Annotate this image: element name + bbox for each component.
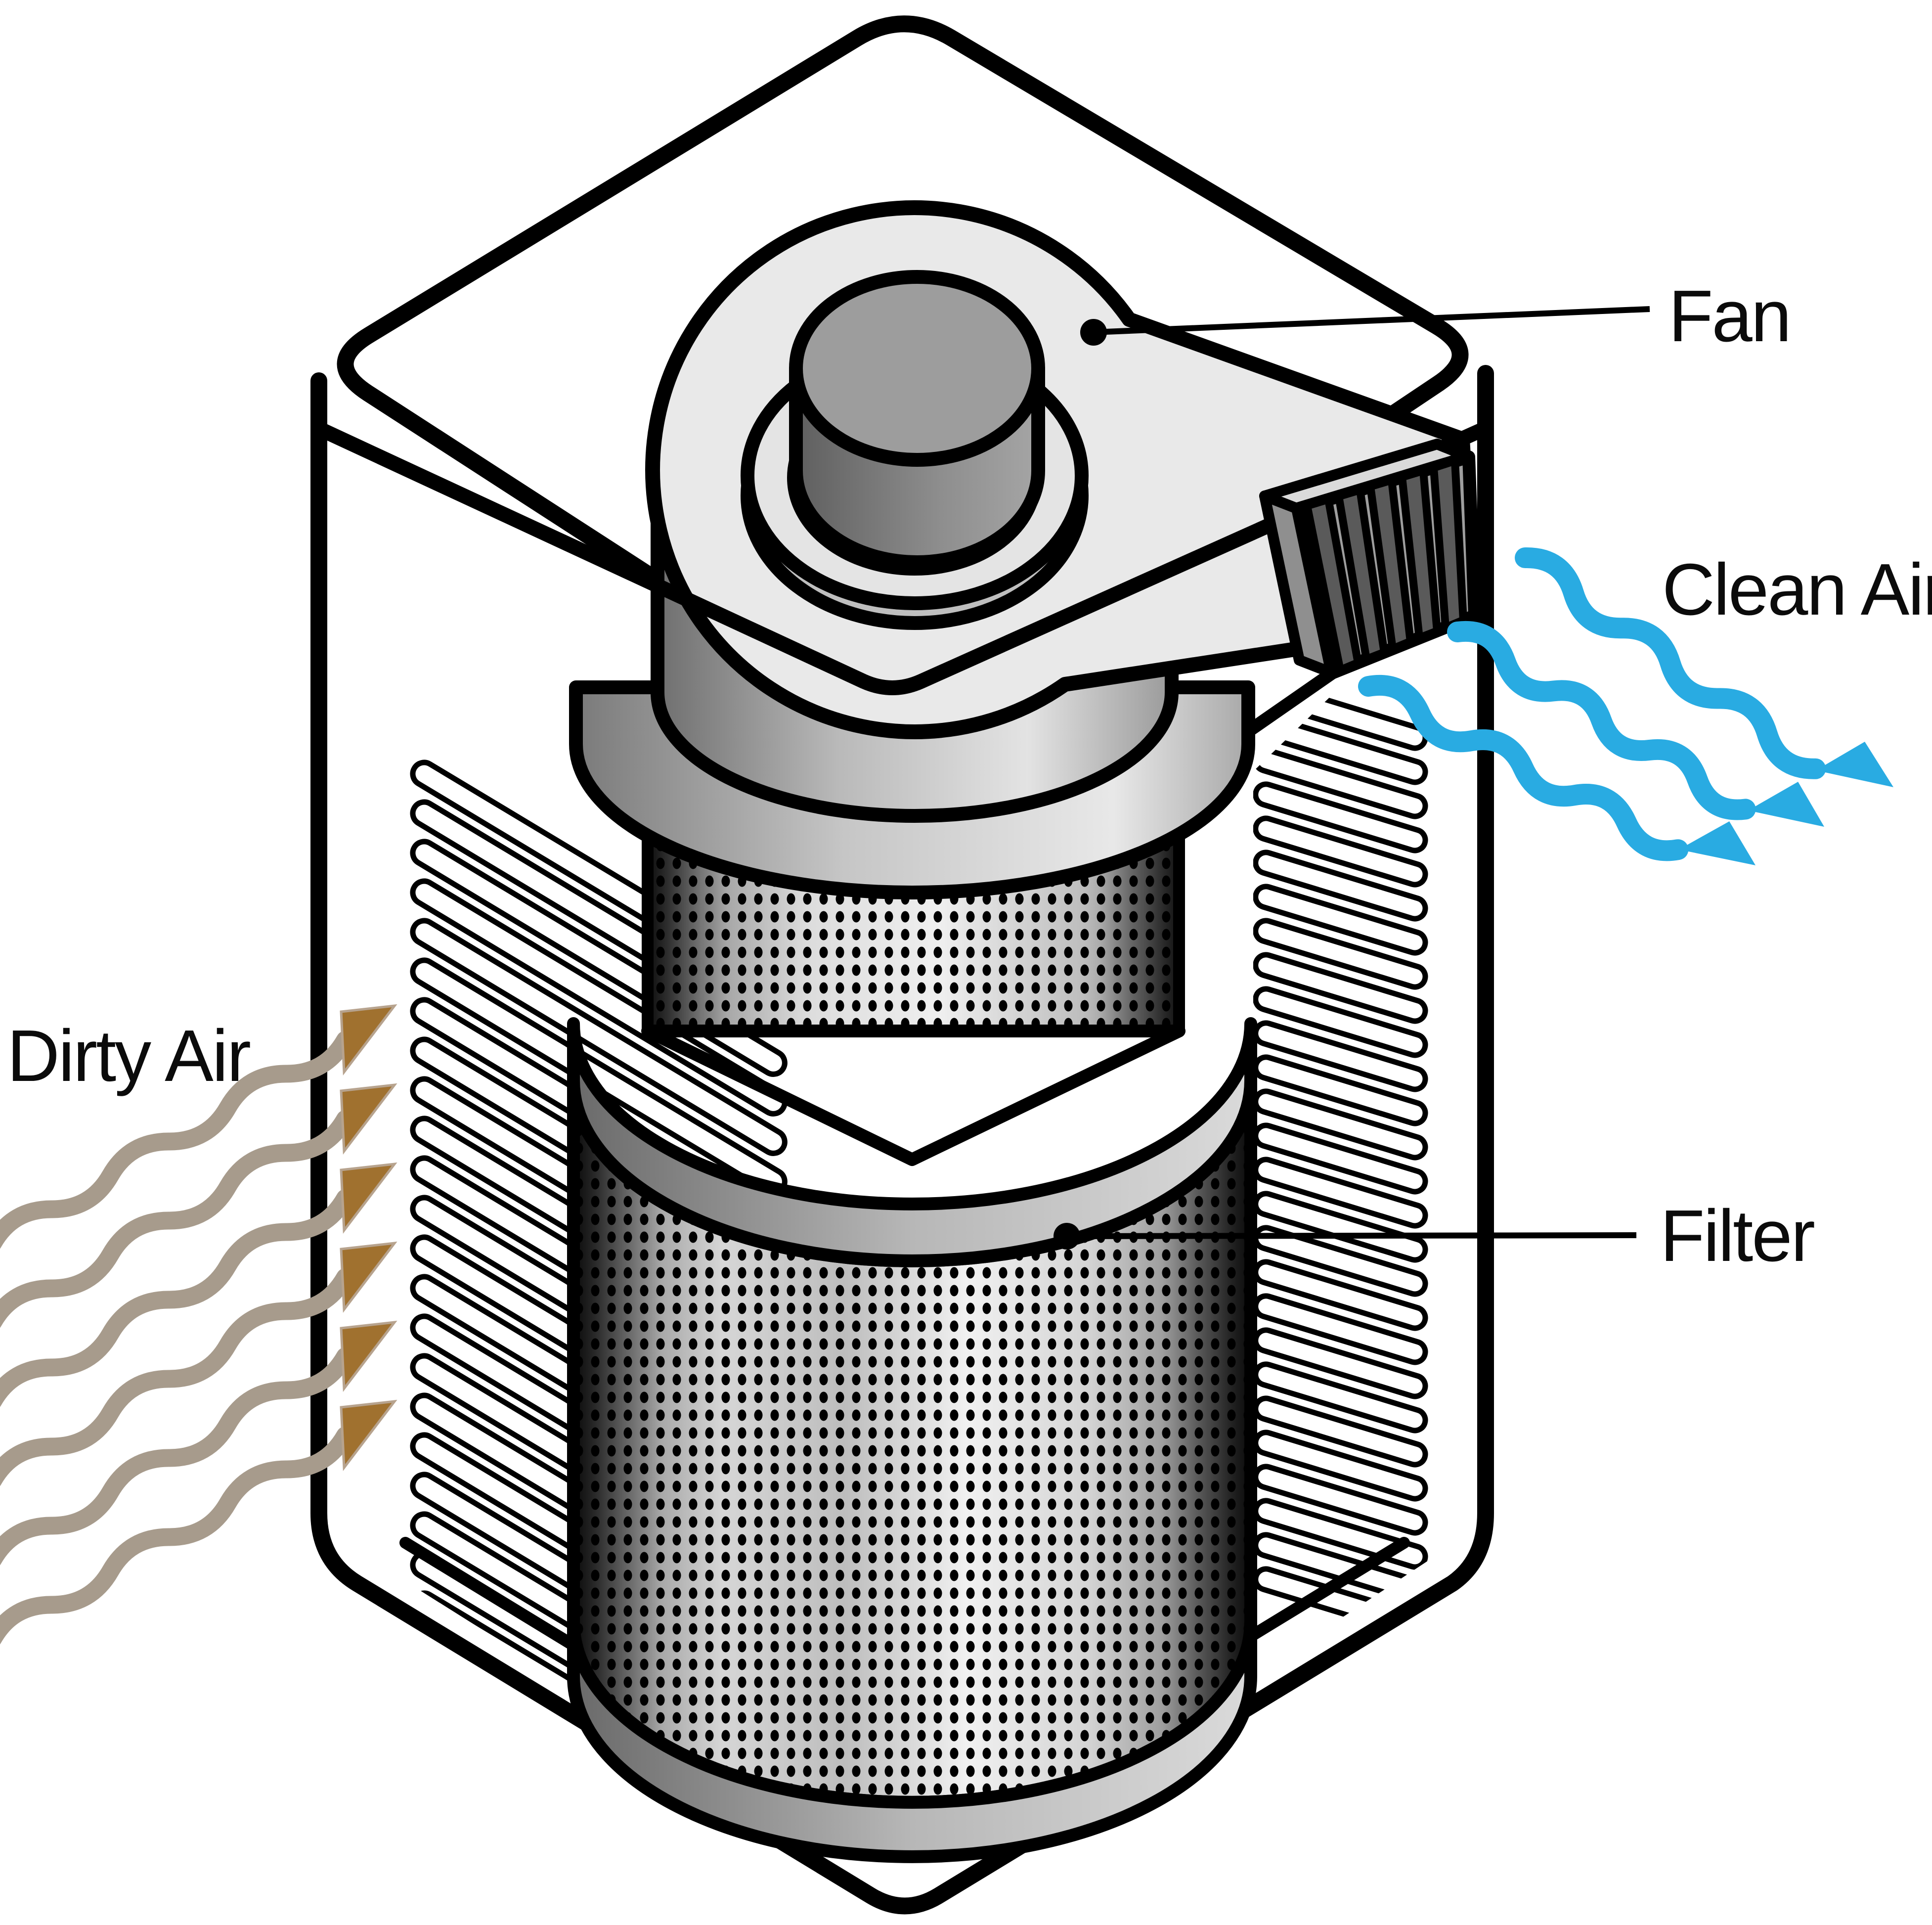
dirty-air-arrowhead (340, 1083, 397, 1155)
coil-loop (1253, 781, 1428, 853)
clean-air-arrowhead (1748, 782, 1824, 827)
dirty-air-arrow (0, 1320, 397, 1568)
dirty-air-wave (0, 1189, 354, 1410)
filter-top-ring (567, 1017, 1257, 1267)
clean-air-wave (1358, 674, 1689, 861)
dirty-air-wave (0, 1347, 354, 1568)
dirty-air-arrow (0, 1004, 397, 1252)
filter-bottom-ring (567, 1615, 1257, 1863)
dirty-air-arrowhead (340, 1004, 397, 1075)
dirty-air-arrowhead (340, 1320, 397, 1392)
clean-air-arrowhead (1679, 821, 1756, 865)
clean-air-arrowhead (1816, 742, 1893, 787)
dirty-air-wave (0, 1031, 354, 1252)
right-grille-coils (1253, 679, 1428, 1638)
clean-air-wave (1515, 547, 1826, 779)
coil-loop (1253, 986, 1428, 1058)
dirty-air-arrowhead (340, 1241, 397, 1313)
outlet-slat (1398, 465, 1442, 644)
outlet-slat (1334, 485, 1389, 665)
shelf-front-edges (313, 421, 1493, 695)
fan-label: Fan (1669, 275, 1790, 357)
outlet-slat (1429, 455, 1468, 633)
fan-assembly (569, 200, 1481, 899)
dirty-air-arrows (0, 1004, 397, 1648)
clean-air-arrow (1358, 674, 1756, 865)
coil-loop (1253, 952, 1428, 1024)
outlet-slat (1302, 494, 1363, 676)
dirty-air-label: Dirty Air (7, 1015, 250, 1097)
dirty-air-wave (0, 1427, 354, 1648)
filter-cylinder (567, 1017, 1257, 1863)
box-lid-outline (337, 15, 1469, 734)
coil-loop (410, 839, 788, 1077)
clean-air-arrows (1358, 547, 1893, 865)
outlet-slats (1302, 455, 1468, 676)
clean-air-arrow (1515, 547, 1893, 787)
dirty-air-wave (0, 1110, 354, 1331)
prefilter-cone (641, 1025, 1186, 1166)
dirty-air-arrow (0, 1083, 397, 1331)
box-sides-outline (310, 365, 1494, 1915)
fan-leader-line (1093, 306, 1650, 335)
dirty-air-arrow (0, 1162, 397, 1410)
coil-loop (1253, 815, 1428, 888)
outlet-slat (1366, 475, 1415, 655)
fan-motor-cap-top (789, 270, 1045, 467)
clean-air-arrow (1447, 621, 1824, 827)
coil-loop (410, 918, 788, 1156)
filter-leader-line (1066, 1232, 1637, 1239)
outlet-duct (1259, 439, 1481, 679)
dirty-air-arrowhead (340, 1399, 397, 1471)
coil-loop (1253, 884, 1428, 956)
filter-label: Filter (1660, 1195, 1814, 1277)
clean-air-wave (1447, 621, 1756, 820)
coil-loop (1253, 850, 1428, 922)
coil-loop (1253, 918, 1428, 990)
dirty-air-wave (0, 1268, 354, 1489)
dirty-air-arrow (0, 1399, 397, 1648)
clean-air-label: Clean Air (1662, 549, 1932, 630)
dirty-air-arrowhead (340, 1162, 397, 1234)
dirty-air-arrow (0, 1241, 397, 1489)
